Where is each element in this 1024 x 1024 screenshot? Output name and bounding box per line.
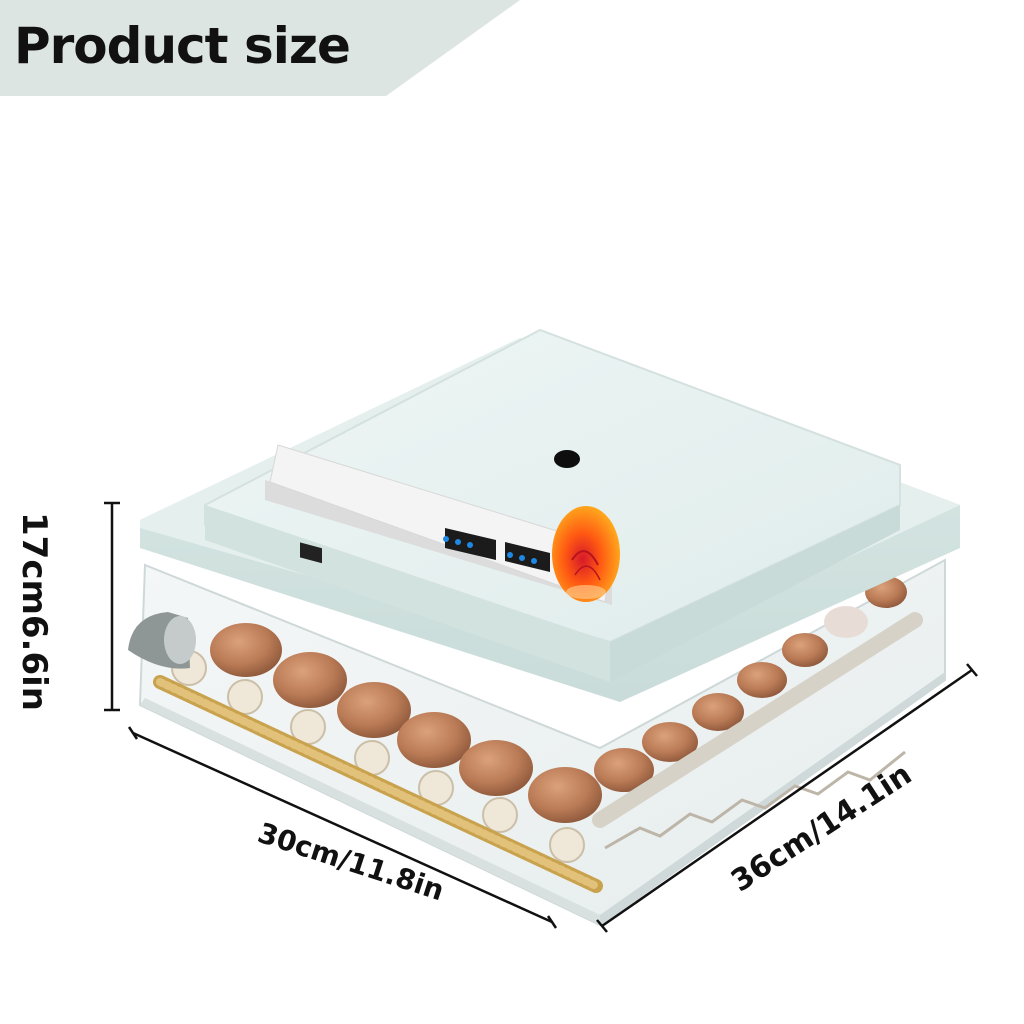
height-label: 17cm6.6in — [14, 512, 54, 711]
water-inlet-knob — [128, 612, 196, 669]
heating-rail — [592, 612, 923, 850]
base-tray — [138, 558, 946, 927]
page-title: Product size — [14, 17, 351, 75]
vent-hole — [554, 450, 580, 468]
spring-rod — [153, 675, 603, 893]
power-switch — [300, 542, 322, 564]
egg-rows — [210, 576, 907, 823]
candling-egg-icon — [552, 506, 620, 602]
temperature-display — [443, 528, 550, 572]
title-banner: Product size — [0, 0, 520, 96]
control-panel — [265, 444, 613, 605]
width-line — [132, 731, 553, 924]
dimension-lines — [104, 501, 978, 933]
depth-line — [601, 668, 973, 928]
banner-shape — [0, 0, 520, 96]
